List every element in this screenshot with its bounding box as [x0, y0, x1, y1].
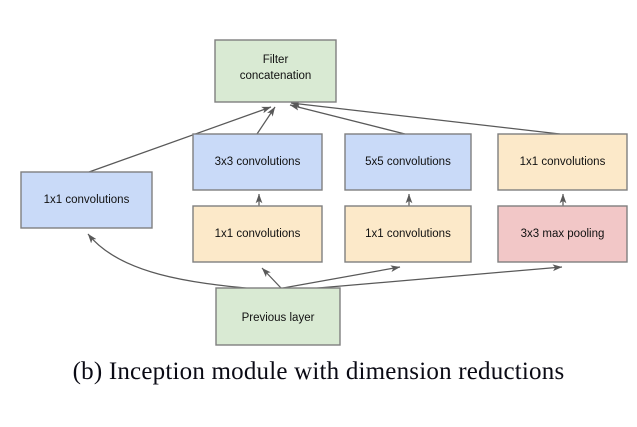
node-maxpool-3x3[interactable]: 3x3 max pooling [497, 205, 628, 263]
node-conv-1x1-reduce-3x3-box[interactable] [192, 205, 323, 263]
node-previous-layer[interactable]: Previous layer [215, 287, 341, 346]
node-conv-1x1-right-top-label: 1x1 convolutions [520, 156, 606, 168]
node-conv-1x1-reduce-5x5[interactable]: 1x1 convolutions [344, 205, 472, 263]
node-conv-5x5-label: 5x5 convolutions [365, 156, 451, 168]
node-conv-3x3[interactable]: 3x3 convolutions [192, 133, 323, 191]
node-conv-1x1-left-box[interactable] [20, 171, 153, 229]
edge-previous-layer-to-conv-1x1-reduce-5x5 [282, 265, 401, 289]
node-conv-5x5[interactable]: 5x5 convolutions [344, 133, 472, 191]
node-previous-layer-label: Previous layer [242, 312, 315, 324]
node-previous-layer-box[interactable] [215, 287, 341, 346]
edge-conv-1x1-left-to-filter-concatenation [88, 106, 272, 173]
node-filter-concatenation-box[interactable] [214, 39, 337, 103]
node-conv-1x1-right-top[interactable]: 1x1 convolutions [497, 133, 628, 191]
inception-module-diagram: Filter concatenation 3x3 convolutions 5x… [20, 39, 628, 346]
figure-caption: (b) Inception module with dimension redu… [72, 358, 565, 385]
edge-previous-layer-to-conv-1x1-left [87, 233, 257, 290]
edge-previous-layer-to-maxpool-3x3 [282, 264, 563, 292]
node-conv-1x1-reduce-3x3[interactable]: 1x1 convolutions [192, 205, 323, 263]
edge-conv-1x1-right-top-to-filter-concatenation [290, 100, 561, 135]
node-filter-concatenation-label-line1: Filter [263, 54, 289, 66]
node-conv-3x3-label: 3x3 convolutions [215, 156, 301, 168]
edge-layer [87, 100, 567, 292]
node-conv-1x1-reduce-3x3-label: 1x1 convolutions [215, 228, 301, 240]
node-conv-1x1-reduce-5x5-label: 1x1 convolutions [365, 228, 451, 240]
node-conv-1x1-left[interactable]: 1x1 convolutions [20, 171, 153, 229]
node-conv-3x3-box[interactable] [192, 133, 323, 191]
node-maxpool-3x3-box[interactable] [497, 205, 628, 263]
edge-conv-3x3-to-filter-concatenation [256, 106, 276, 135]
edge-previous-layer-to-conv-1x1-reduce-3x3 [261, 267, 282, 289]
node-maxpool-3x3-label: 3x3 max pooling [521, 228, 605, 240]
node-conv-5x5-box[interactable] [344, 133, 472, 191]
edge-conv-5x5-to-filter-concatenation [289, 103, 406, 135]
node-conv-1x1-reduce-5x5-box[interactable] [344, 205, 472, 263]
node-filter-concatenation-label-line2: concatenation [240, 70, 312, 82]
node-conv-1x1-right-top-box[interactable] [497, 133, 628, 191]
node-conv-1x1-left-label: 1x1 convolutions [44, 194, 130, 206]
node-filter-concatenation[interactable]: Filter concatenation [214, 39, 337, 103]
